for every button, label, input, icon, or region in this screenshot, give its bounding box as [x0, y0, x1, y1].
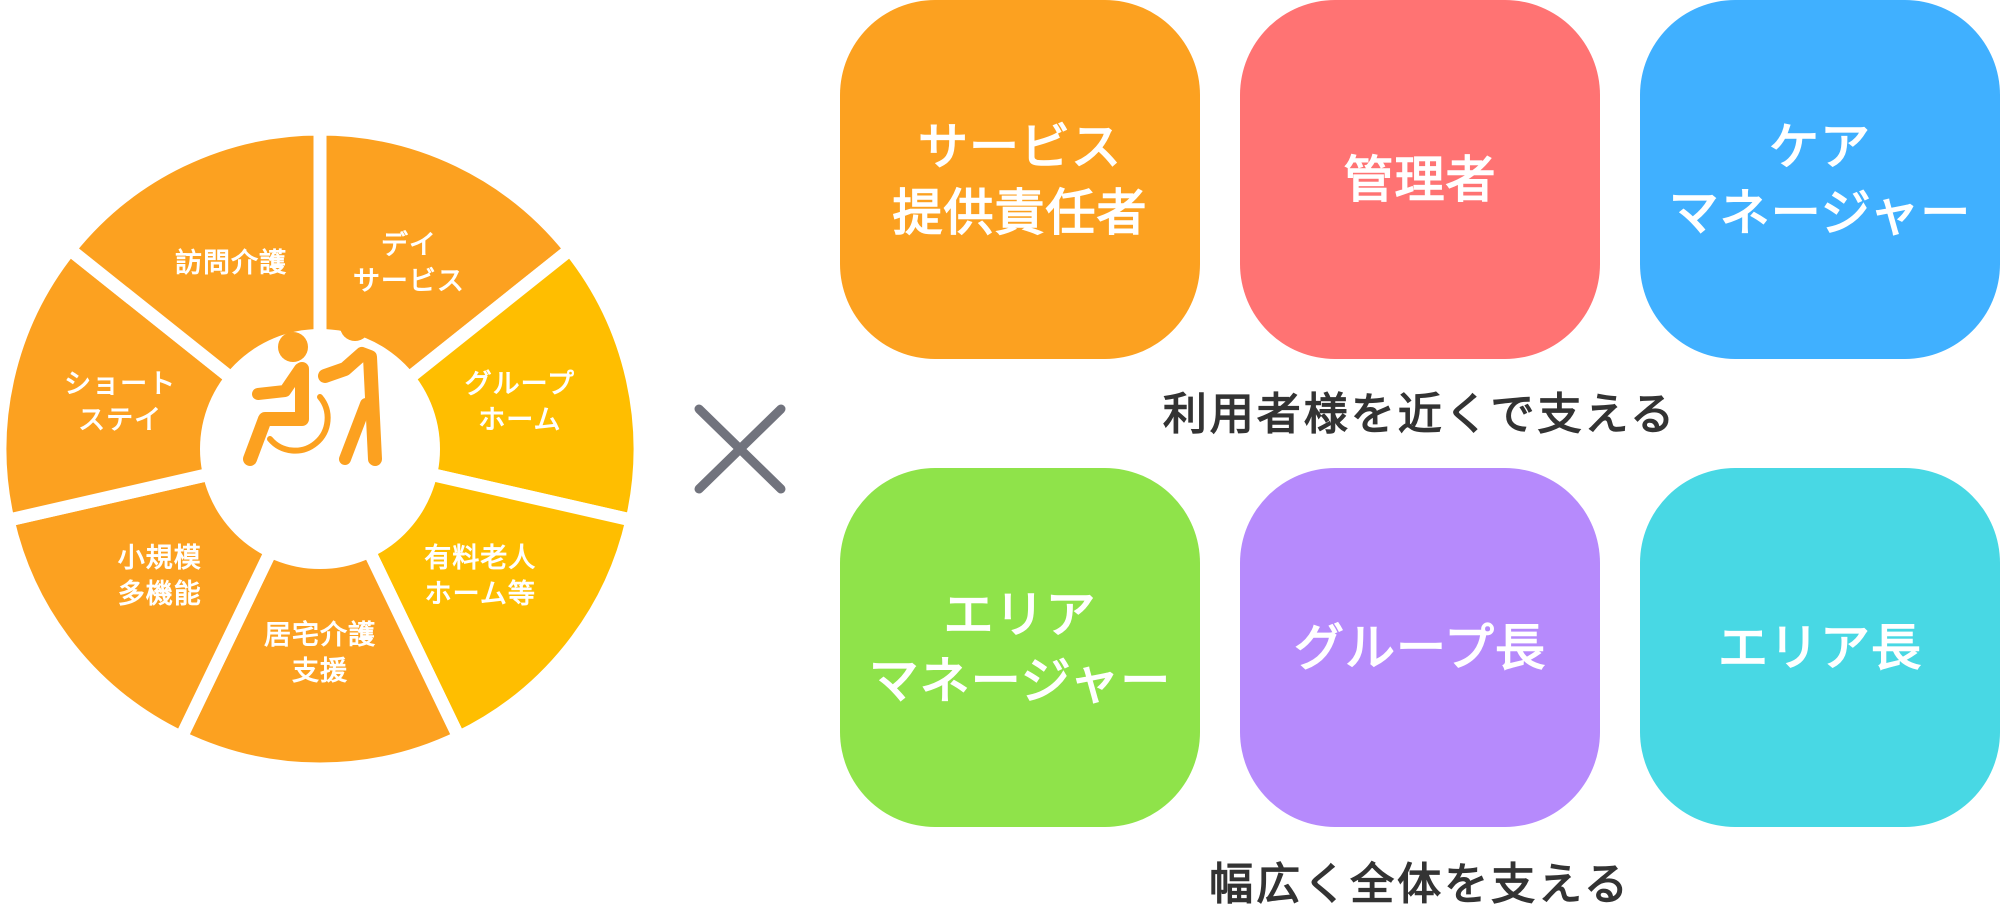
role-card-area-manager: エリア マネージャー — [840, 468, 1200, 827]
wheel-segment-home-care-support — [172, 434, 468, 769]
caption-close-support: 利用者様を近くで支える — [1162, 389, 1678, 440]
wheel-graphic — [0, 129, 640, 769]
service-wheel: デイ サービスグループ ホーム有料老人 ホーム等居宅介護 支援小規模 多機能 ショ… — [0, 129, 640, 769]
caption-broad-support: 幅広く全体を支える — [1209, 859, 1631, 910]
wheel-segment-label: 居宅介護 支援 — [264, 620, 376, 687]
role-card-manager: 管理者 — [1240, 0, 1600, 359]
wheel-center-circle — [200, 329, 440, 569]
role-card-label: サービス 提供責任者 — [892, 117, 1148, 242]
wheel-segment-label: 訪問介護 — [175, 248, 288, 280]
role-card-label: エリア マネージャー — [868, 585, 1172, 710]
role-card-label: ケア マネージャー — [1668, 117, 1972, 242]
role-card-group-leader: グループ長 — [1240, 468, 1600, 827]
role-card-care-manager: ケア マネージャー — [1640, 0, 2000, 359]
wheel-segment-label: ショート ステイ — [64, 369, 177, 437]
multiply-icon — [694, 404, 786, 494]
role-card-label: エリア長 — [1718, 618, 1922, 677]
role-card-area-leader: エリア長 — [1640, 468, 2000, 827]
caregiver-wheelchair-icon — [243, 311, 382, 466]
wheel-segment-label: 有料老人 ホーム等 — [424, 542, 537, 610]
wheel-segment-label: 小規模 多機能 — [117, 542, 202, 610]
wheel-segment-label: デイ サービス — [352, 230, 465, 298]
role-card-label: 管理者 — [1343, 150, 1497, 209]
role-card-service-manager: サービス 提供責任者 — [840, 0, 1200, 359]
wheel-segment-label: グループ ホーム — [464, 369, 576, 437]
role-card-label: グループ長 — [1294, 618, 1546, 677]
